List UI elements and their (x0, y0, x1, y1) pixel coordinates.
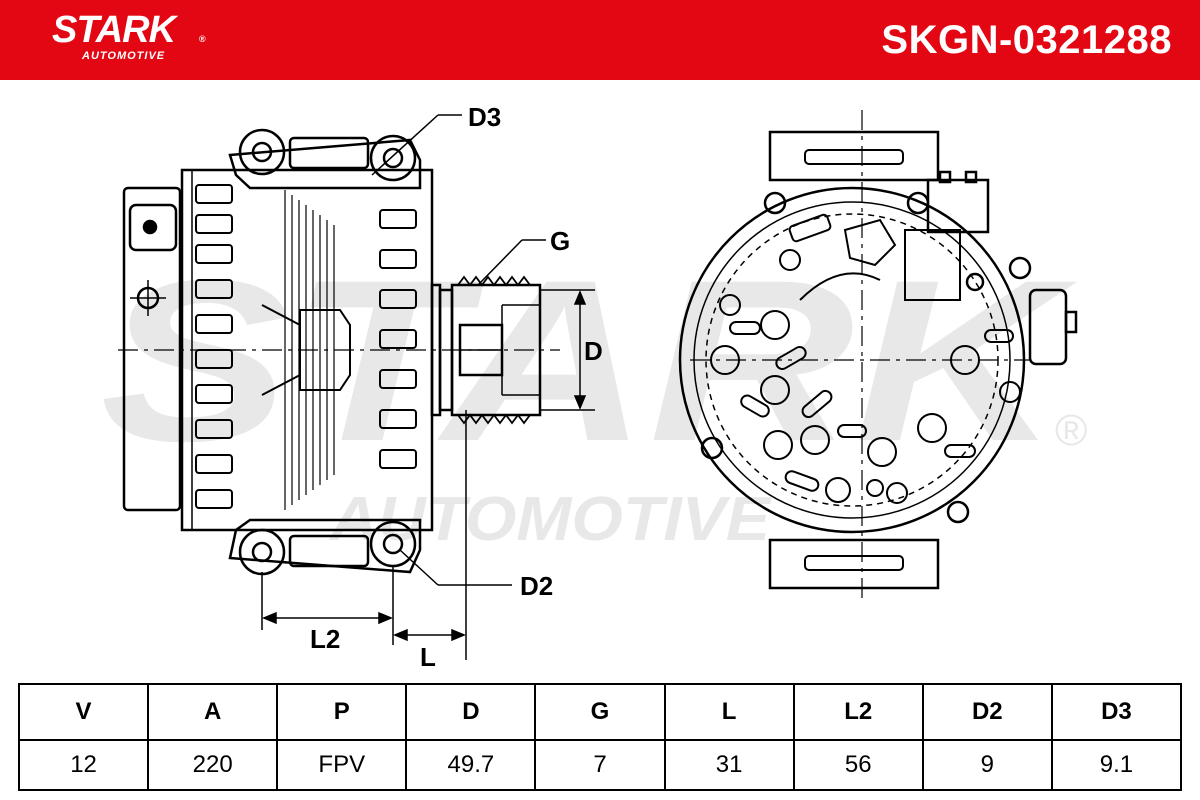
label-d3: D3 (468, 102, 501, 132)
label-l2: L2 (310, 624, 340, 654)
rear-view (678, 110, 1078, 600)
side-connector-pin (142, 219, 158, 235)
stark-logo: STARK AUTOMOTIVE ® (52, 9, 206, 62)
label-d: D (584, 336, 603, 366)
spec-value-row: 12 220 FPV 49.7 7 31 56 9 9.1 (17, 739, 1183, 791)
spec-value-d2: 9 (921, 739, 1053, 791)
spec-value-d: 49.7 (405, 739, 537, 791)
rear-lug-top-left (763, 191, 787, 215)
spec-header-v: V (17, 683, 150, 741)
g-leader (477, 239, 523, 286)
side-connector-housing (122, 186, 182, 512)
rear-lug-right (1008, 256, 1032, 280)
d2-leader (399, 549, 439, 586)
top-right-mount-hole (369, 134, 417, 182)
spec-header-d2: D2 (921, 683, 1053, 741)
spec-header-d: D (405, 683, 537, 741)
spec-header-a: A (147, 683, 279, 741)
spec-header-l2: L2 (792, 683, 924, 741)
spec-value-d3: 9.1 (1050, 739, 1183, 791)
side-cooling-fins (195, 184, 417, 509)
spec-header-row: V A P D G L L2 D2 D3 (17, 683, 1183, 741)
watermark-registered-mark: ® (1055, 406, 1087, 455)
logo-brand: STARK (52, 9, 176, 51)
spec-value-g: 7 (534, 739, 666, 791)
pulley-grooves (457, 275, 531, 425)
rear-top-bracket (768, 130, 940, 182)
spec-header-g: G (534, 683, 666, 741)
label-l: L (420, 642, 436, 672)
spec-value-a: 220 (147, 739, 279, 791)
rear-lug-bottom-right (946, 500, 970, 524)
side-center-hub (299, 309, 351, 391)
side-connector-plug (128, 203, 178, 252)
rear-inner-details (710, 213, 1021, 504)
spec-value-l2: 56 (792, 739, 924, 791)
watermark: STARK AUTOMOTIVE ® (100, 232, 1087, 554)
d3-leader (371, 114, 439, 176)
spec-header-l: L (663, 683, 795, 741)
spec-value-l: 31 (663, 739, 795, 791)
header-bar: STARK AUTOMOTIVE ® SKGN-0321288 (0, 0, 1200, 80)
label-g: G (550, 226, 570, 256)
dimension-lines (261, 114, 595, 660)
logo-subtitle: AUTOMOTIVE (82, 50, 166, 62)
part-number: SKGN-0321288 (881, 18, 1172, 62)
bottom-left-mount-hole (238, 528, 286, 576)
spec-header-p: P (276, 683, 408, 741)
rear-connector (926, 178, 990, 234)
rear-lug-left (700, 436, 724, 460)
rear-bottom-bracket (768, 538, 940, 590)
spec-table: V A P D G L L2 D2 D3 12 220 FPV 49.7 7 3… (17, 683, 1183, 791)
logo-registered-mark: ® (199, 34, 206, 44)
bottom-mount-bracket (228, 518, 422, 574)
alternator-drawing: STARK AUTOMOTIVE ® (100, 102, 1087, 672)
spec-value-v: 12 (17, 739, 150, 791)
top-left-mount-hole (238, 128, 286, 176)
label-d2: D2 (520, 571, 553, 601)
pulley (450, 283, 542, 417)
spec-value-p: FPV (276, 739, 408, 791)
spec-header-d3: D3 (1050, 683, 1183, 741)
